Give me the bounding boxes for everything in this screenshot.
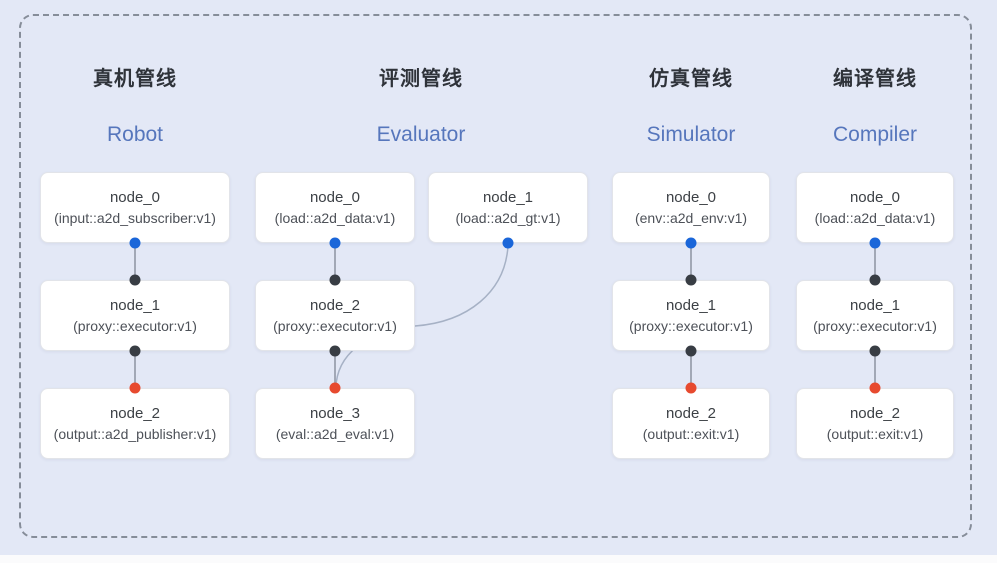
node-type: (output::exit:v1) (826, 426, 924, 442)
node-name: node_0 (665, 189, 717, 206)
port-proxy-dark-icon (685, 345, 697, 357)
pipeline-title-en-compiler: Compiler (832, 123, 918, 146)
node-simulator-0: node_0 (env::a2d_env:v1) (612, 172, 770, 243)
port-input-red-icon (129, 382, 141, 394)
node-type: (load::a2d_data:v1) (274, 210, 396, 226)
port-input-red-icon (685, 382, 697, 394)
node-simulator-1: node_1 (proxy::executor:v1) (612, 280, 770, 351)
node-robot-1: node_1 (proxy::executor:v1) (40, 280, 230, 351)
dashed-frame (19, 14, 972, 538)
port-output-blue-icon (129, 237, 141, 249)
pipeline-title-en-evaluator: Evaluator (376, 123, 466, 146)
node-name: node_0 (849, 189, 901, 206)
edge-evaluator-1-3-curve (335, 245, 509, 386)
node-name: node_1 (109, 297, 161, 314)
port-output-blue-icon (502, 237, 514, 249)
node-name: node_1 (849, 297, 901, 314)
node-type: (env::a2d_env:v1) (634, 210, 748, 226)
node-evaluator-0: node_0 (load::a2d_data:v1) (255, 172, 415, 243)
node-compiler-1: node_1 (proxy::executor:v1) (796, 280, 954, 351)
pipeline-title-en-simulator: Simulator (646, 123, 736, 146)
port-proxy-dark-icon (129, 274, 141, 286)
pipeline-title-zh-robot: 真机管线 (93, 68, 177, 90)
node-type: (proxy::executor:v1) (273, 318, 397, 334)
node-name: node_0 (109, 189, 161, 206)
node-robot-0: node_0 (input::a2d_subscriber:v1) (40, 172, 230, 243)
node-type: (output::exit:v1) (642, 426, 740, 442)
port-input-red-icon (329, 382, 341, 394)
node-robot-2: node_2 (output::a2d_publisher:v1) (40, 388, 230, 459)
node-compiler-2: node_2 (output::exit:v1) (796, 388, 954, 459)
node-name: node_1 (665, 297, 717, 314)
node-evaluator-3: node_3 (eval::a2d_eval:v1) (255, 388, 415, 459)
node-type: (output::a2d_publisher:v1) (53, 426, 217, 442)
port-output-blue-icon (329, 237, 341, 249)
port-proxy-dark-icon (329, 345, 341, 357)
node-name: node_3 (309, 405, 361, 422)
port-output-blue-icon (869, 237, 881, 249)
node-name: node_2 (849, 405, 901, 422)
port-proxy-dark-icon (869, 274, 881, 286)
pipeline-title-zh-evaluator: 评测管线 (379, 68, 463, 90)
port-output-blue-icon (685, 237, 697, 249)
pipeline-title-en-robot: Robot (106, 123, 164, 146)
node-type: (proxy::executor:v1) (629, 318, 753, 334)
port-proxy-dark-icon (869, 345, 881, 357)
node-type: (input::a2d_subscriber:v1) (54, 210, 216, 226)
node-name: node_1 (482, 189, 534, 206)
node-compiler-0: node_0 (load::a2d_data:v1) (796, 172, 954, 243)
node-type: (eval::a2d_eval:v1) (275, 426, 395, 442)
node-type: (load::a2d_gt:v1) (455, 210, 561, 226)
node-name: node_2 (309, 297, 361, 314)
node-simulator-2: node_2 (output::exit:v1) (612, 388, 770, 459)
node-evaluator-1: node_1 (load::a2d_gt:v1) (428, 172, 588, 243)
node-name: node_2 (109, 405, 161, 422)
node-name: node_0 (309, 189, 361, 206)
node-type: (proxy::executor:v1) (813, 318, 937, 334)
node-type: (proxy::executor:v1) (73, 318, 197, 334)
node-evaluator-2: node_2 (proxy::executor:v1) (255, 280, 415, 351)
port-input-red-icon (869, 382, 881, 394)
node-type: (load::a2d_data:v1) (814, 210, 936, 226)
port-proxy-dark-icon (685, 274, 697, 286)
port-proxy-dark-icon (329, 274, 341, 286)
bottom-edge-fade (0, 555, 997, 563)
pipeline-title-zh-compiler: 编译管线 (833, 68, 917, 90)
node-name: node_2 (665, 405, 717, 422)
pipeline-title-zh-simulator: 仿真管线 (649, 68, 733, 90)
port-proxy-dark-icon (129, 345, 141, 357)
